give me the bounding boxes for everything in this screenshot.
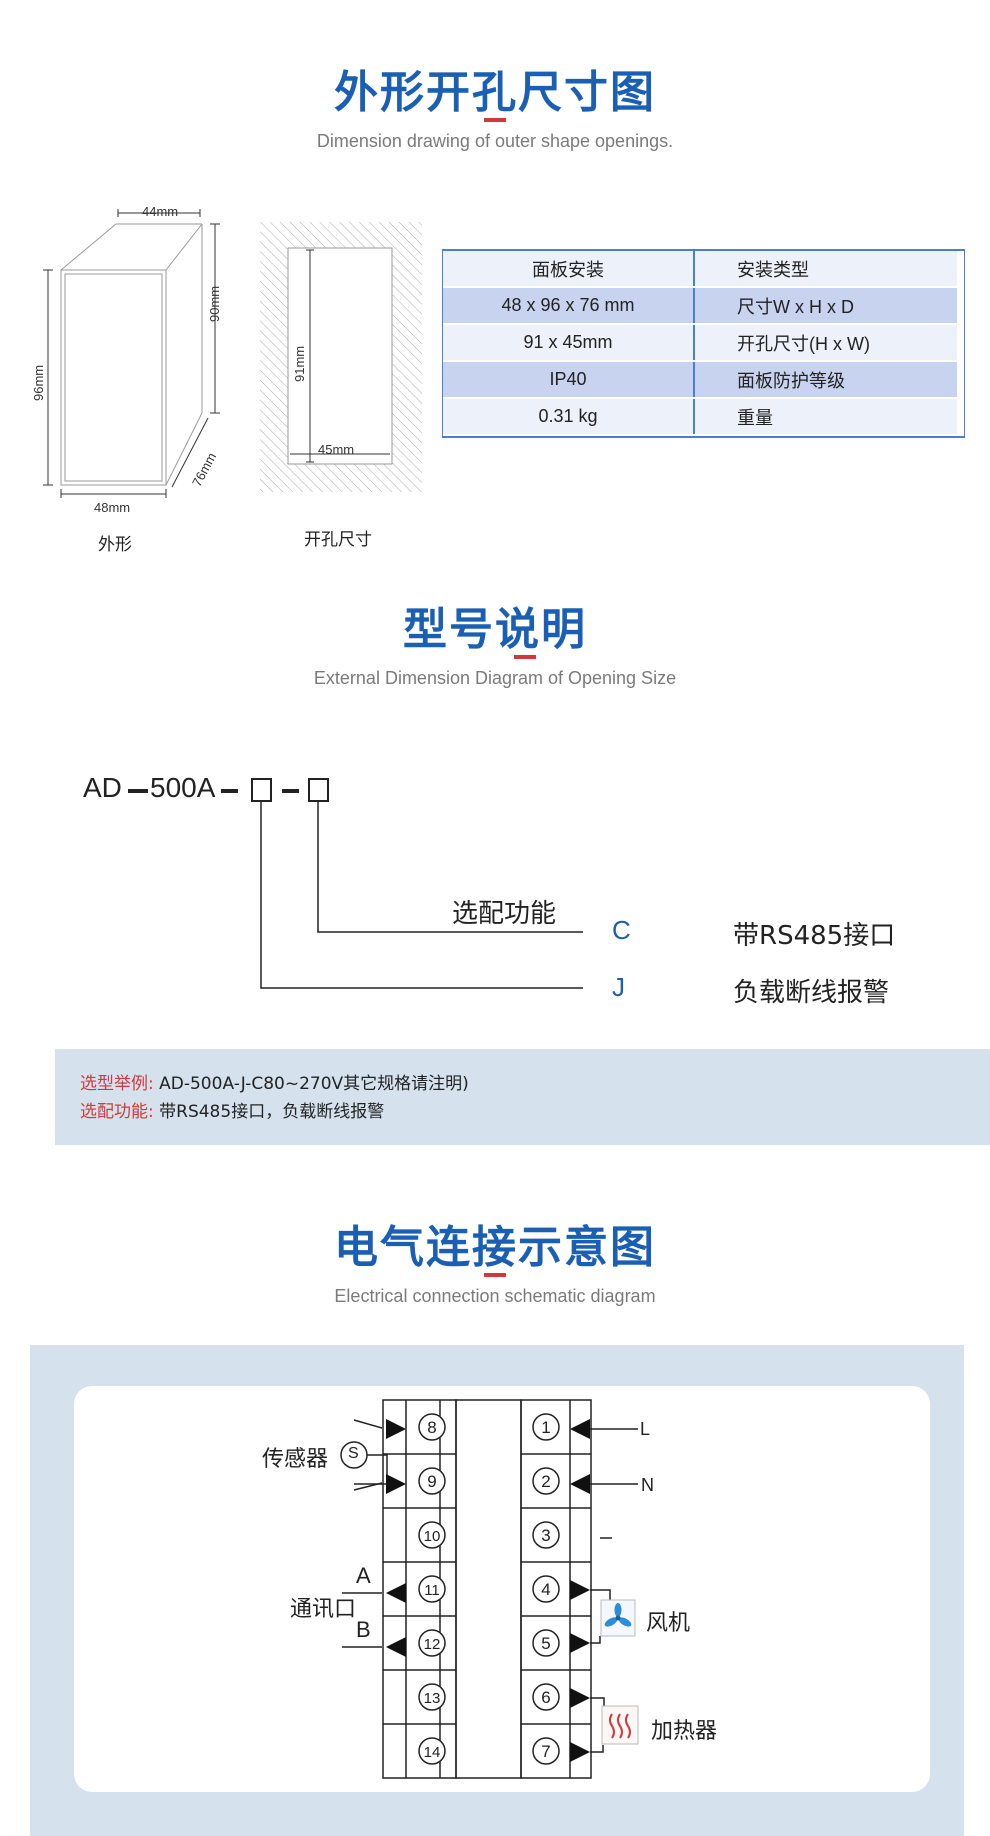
model-code-dash-3 [282,789,299,793]
option-code-c: C [612,915,631,945]
cutout-dim-width: 45mm [318,442,355,457]
terminal-5-number: 5 [541,1634,550,1653]
heater-icon [601,1705,639,1745]
model-code-series: 500A [150,772,216,803]
spec-key-cell: 安装类型 [694,251,957,288]
option-desc-c: 带RS485接口 [733,921,896,951]
spec-key-cell: 面板防护等级 [694,361,957,399]
model-code-dash-2 [221,789,238,793]
terminal-10-number: 10 [424,1528,441,1545]
model-leader-lines [260,802,583,989]
terminal-11-number: 11 [424,1582,440,1599]
terminal-14-ring [418,1737,446,1765]
spec-key-cell: 开孔尺寸(H x W) [694,324,957,362]
wiring-card [74,1386,930,1792]
selection-example-value: AD-500A-J-C80~270V其它规格请注明) [159,1074,469,1094]
fan-label: 风机 [646,1611,691,1636]
spec-value-cell: 48 x 96 x 76 mm [443,287,695,325]
terminal-12-ring [418,1629,446,1657]
spec-value-cell: 面板安装 [443,251,695,288]
terminal-13-number: 13 [424,1690,441,1707]
fan-icon [600,1599,636,1637]
spec-value-cell: IP40 [443,361,695,399]
terminal-13-ring [418,1683,446,1711]
line-n-label: N [641,1475,654,1495]
terminal-1-number: 1 [541,1418,550,1437]
model-code-dash-1 [128,789,148,793]
spec-row: 面板安装安装类型 [443,251,957,288]
spec-value-cell: 0.31 kg [443,398,695,436]
section1-title: 外形开孔尺寸图 [334,67,656,118]
terminal-6-number: 6 [541,1688,550,1707]
terminal-8-ring [418,1413,446,1441]
section2-title-underline [514,655,536,659]
selection-function-key: 选配功能: [80,1102,154,1122]
terminal-10-ring [418,1521,446,1549]
section1-title-underline [484,118,506,122]
terminal-3-number: 3 [541,1526,550,1545]
section3-subtitle: Electrical connection schematic diagram [334,1286,656,1306]
terminal-9-ring [418,1467,446,1495]
terminal-9-number: 9 [427,1472,436,1491]
spec-key-cell: 重量 [694,398,957,436]
terminal-6-ring [532,1683,560,1711]
terminal-14-number: 14 [424,1744,441,1761]
cutout-caption: 开孔尺寸 [304,530,372,550]
section3-title: 电气连接示意图 [334,1222,656,1273]
heater-label: 加热器 [651,1719,718,1744]
model-code-prefix: AD [83,772,122,803]
model-code-slot-j [251,778,272,802]
comm-port-a: A [356,1563,371,1588]
outline-dim-top: 44mm [142,204,179,219]
selection-example-row: 选型举例: AD-500A-J-C80~270V其它规格请注明) [80,1069,469,1094]
section1-subtitle: Dimension drawing of outer shape opening… [316,131,674,151]
option-function-label: 选配功能 [452,899,557,929]
outline-dim-width: 48mm [94,500,131,515]
terminal-7-number: 7 [541,1742,550,1761]
selection-example-box: 选型举例: AD-500A-J-C80~270V其它规格请注明) 选配功能: 带… [55,1049,990,1145]
terminal-7-ring [532,1737,560,1765]
option-desc-j: 负载断线报警 [733,978,890,1008]
spec-value-cell: 91 x 45mm [443,324,695,362]
terminal-4-ring [532,1575,560,1603]
spec-key-cell: 尺寸W x H x D [694,287,957,325]
terminal-11-ring [418,1575,446,1603]
selection-example-key: 选型举例: [80,1074,154,1094]
option-code-j: J [612,972,625,1002]
model-code-slot-c [308,778,329,802]
sensor-label: 传感器 [262,1447,329,1472]
sensor-symbol: S [348,1445,359,1462]
terminal-8-number: 8 [427,1418,436,1437]
cutout-drawing [260,222,422,492]
terminal-4-number: 4 [541,1580,550,1599]
terminal-5-ring [532,1629,560,1657]
terminal-2-ring [532,1467,560,1495]
outline-caption: 外形 [98,535,132,555]
terminal-2-number: 2 [541,1472,550,1491]
section2-title: 型号说明 [403,604,587,655]
terminal-12-number: 12 [424,1636,441,1653]
comm-port-b: B [356,1617,371,1642]
section3-title-underline [484,1273,506,1277]
section2-subtitle: External Dimension Diagram of Opening Si… [313,668,677,688]
outline-drawing [43,209,220,498]
terminal-1-ring [532,1413,560,1441]
terminal-3-ring [532,1521,560,1549]
selection-function-row: 选配功能: 带RS485接口，负载断线报警 [80,1097,384,1122]
comm-port-label: 通讯口 [290,1597,357,1622]
line-l-label: L [640,1419,651,1439]
selection-function-value: 带RS485接口，负载断线报警 [159,1102,385,1122]
